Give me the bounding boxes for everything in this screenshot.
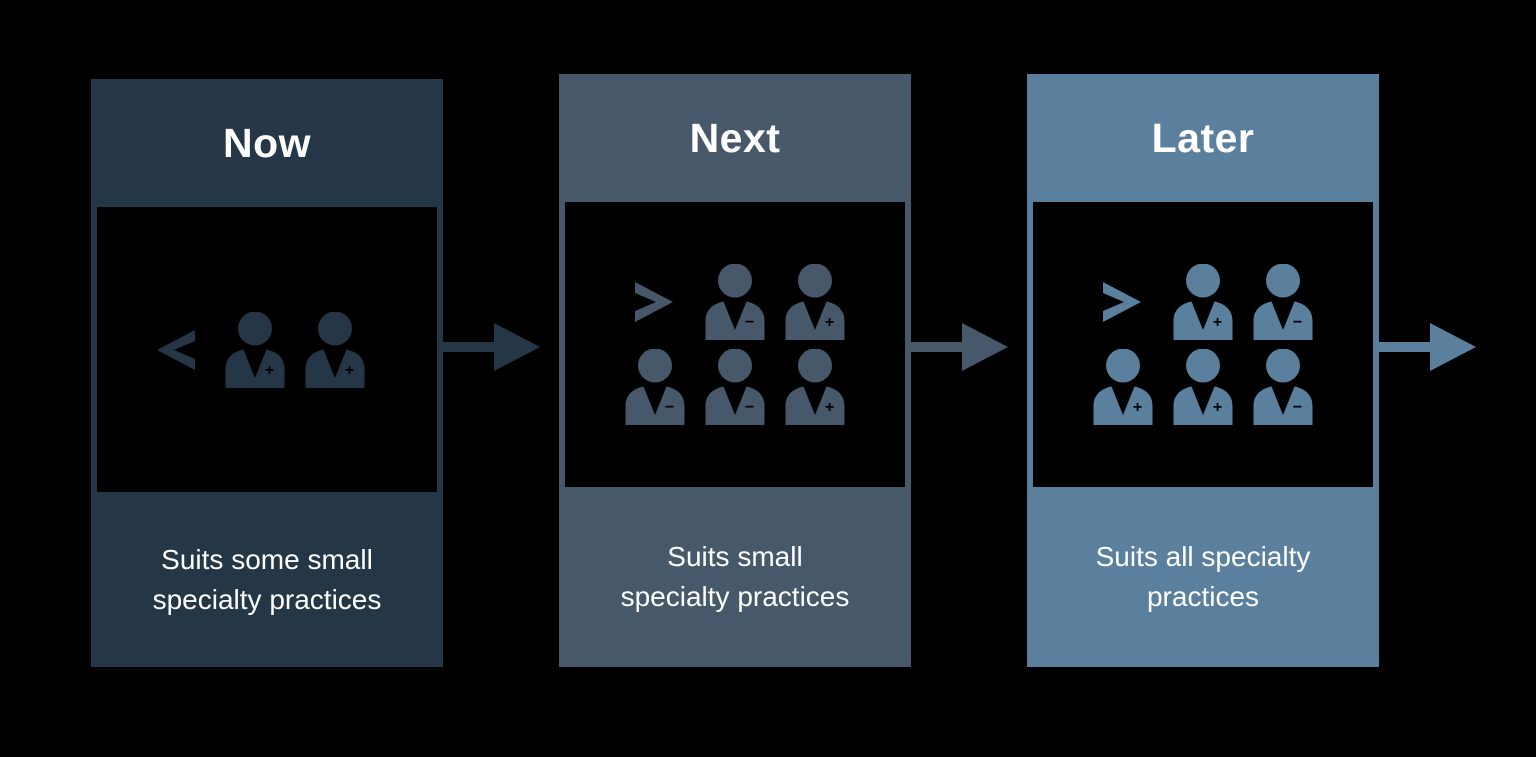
minus-badge: −: [1292, 399, 1303, 416]
person-icon: −: [1251, 349, 1315, 425]
plus-badge: +: [824, 399, 835, 416]
plus-badge: +: [1132, 399, 1143, 416]
plus-badge: +: [344, 361, 355, 379]
card-now-title: Now: [222, 119, 312, 166]
caption-line: Suits all specialty: [1095, 541, 1311, 572]
caption-line: practices: [1146, 581, 1260, 612]
person-icon: −: [1251, 264, 1315, 340]
card-now-icon-panel: + +: [97, 207, 437, 492]
card-later-header: Later: [1027, 74, 1379, 202]
caption-line: specialty practices: [620, 581, 850, 612]
person-icon: +: [783, 264, 847, 340]
card-next-header: Next: [559, 74, 911, 202]
person-icon: +: [1171, 264, 1235, 340]
caption-line: Suits small: [667, 541, 803, 572]
card-later-footer: Suits all specialty practices: [1027, 487, 1379, 667]
plus-badge: +: [1212, 314, 1223, 331]
card-next-icon-grid: − + − − +: [623, 264, 847, 425]
card-later-title: Later: [1151, 114, 1255, 161]
card-now-caption: Suits some small specialty practices: [153, 540, 382, 620]
card-later-caption: Suits all specialty practices: [1096, 537, 1311, 617]
card-later-icon-grid: + − + + −: [1091, 264, 1315, 425]
greater-than-icon: [1091, 264, 1155, 340]
less-than-icon: [143, 312, 207, 388]
card-later-icon-panel: + − + + −: [1033, 202, 1373, 487]
minus-badge: −: [1292, 314, 1303, 331]
card-later: Later + − +: [1027, 74, 1379, 667]
minus-badge: −: [744, 399, 755, 416]
person-icon: +: [223, 311, 287, 388]
person-icon: −: [703, 349, 767, 425]
card-next-title: Next: [689, 114, 781, 161]
person-icon: +: [303, 311, 367, 388]
card-next: Next − + −: [559, 74, 911, 667]
plus-badge: +: [824, 314, 835, 331]
right-arrow-icon: [911, 323, 1008, 371]
plus-badge: +: [264, 361, 275, 379]
person-icon: +: [1091, 349, 1155, 425]
card-now-header: Now: [91, 79, 443, 207]
minus-badge: −: [744, 314, 755, 331]
card-now-footer: Suits some small specialty practices: [91, 492, 443, 667]
card-next-footer: Suits small specialty practices: [559, 487, 911, 667]
person-icon: +: [783, 349, 847, 425]
card-now-icon-grid: + +: [143, 311, 367, 388]
right-arrow-icon: [443, 323, 540, 371]
greater-than-icon: [623, 264, 687, 340]
caption-line: specialty practices: [152, 583, 382, 615]
card-next-icon-panel: − + − − +: [565, 202, 905, 487]
minus-badge: −: [664, 399, 675, 416]
right-arrow-icon: [1379, 323, 1476, 371]
plus-badge: +: [1212, 399, 1223, 416]
person-icon: +: [1171, 349, 1235, 425]
person-icon: −: [623, 349, 687, 425]
caption-line: Suits some small: [161, 543, 373, 575]
card-now: Now + + Suits some small specialty p: [91, 79, 443, 667]
person-icon: −: [703, 264, 767, 340]
card-next-caption: Suits small specialty practices: [621, 537, 850, 617]
